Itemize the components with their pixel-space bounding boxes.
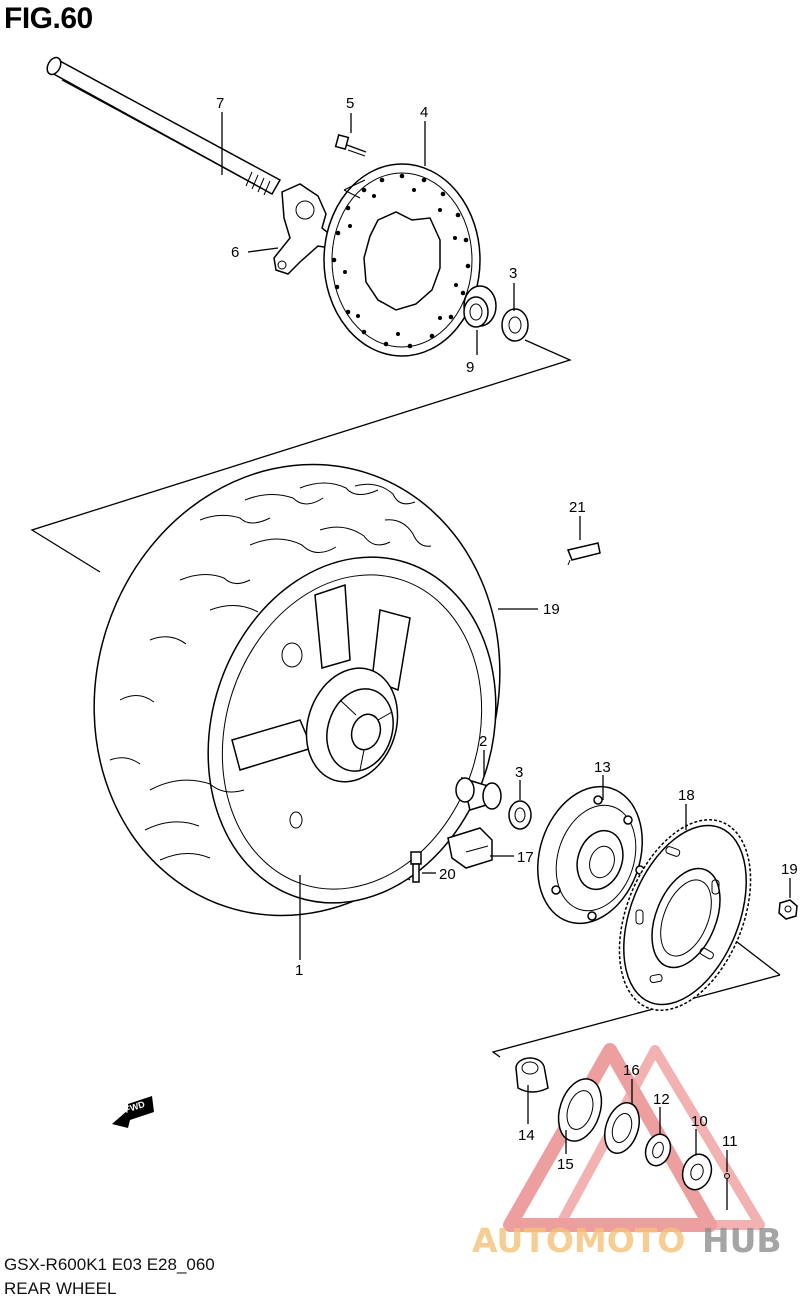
oil-seal-upper xyxy=(501,308,529,342)
callout-2: 2 xyxy=(479,733,487,750)
wheel-spacer xyxy=(455,776,502,811)
wheel-damper xyxy=(447,827,493,869)
castle-nut xyxy=(681,1153,713,1191)
watermark-part1: AUTOMOTO xyxy=(472,1221,685,1260)
callout-7: 7 xyxy=(216,95,224,112)
watermark-part2: HUB xyxy=(702,1221,782,1260)
callout-21: 21 xyxy=(569,499,586,516)
sprocket-nut xyxy=(778,899,798,920)
model-code: GSX-R600K1 E03 E28_060 xyxy=(4,1255,215,1274)
section-name: REAR WHEEL xyxy=(4,1279,117,1298)
adjuster-plate xyxy=(273,183,333,275)
callout-3a: 3 xyxy=(509,265,517,282)
callout-13: 14 xyxy=(518,1127,535,1144)
leader-lines xyxy=(221,112,791,1172)
callout-14: 15 xyxy=(557,1156,574,1173)
callout-10: 9 xyxy=(466,359,474,376)
watermark-text: AUTOMOTO HUB xyxy=(472,1221,782,1260)
callout-8: 10 xyxy=(691,1113,708,1130)
tire-tread xyxy=(109,482,432,861)
disc-side-spacer xyxy=(463,285,497,328)
callout-6: 6 xyxy=(231,244,239,261)
callout-3b: 3 xyxy=(515,764,523,781)
callout-1: 1 xyxy=(295,962,303,979)
callout-15: 16 xyxy=(623,1062,640,1079)
rear-axle xyxy=(46,56,282,196)
callout-20: 20 xyxy=(439,866,456,883)
callout-4: 4 xyxy=(420,104,428,121)
callout-11: 12 xyxy=(653,1091,670,1108)
callout-18: 19 xyxy=(781,861,798,878)
sprocket-drum xyxy=(537,785,645,925)
air-valve xyxy=(410,851,422,883)
bearing-14 xyxy=(557,1078,603,1142)
callout-9: 11 xyxy=(722,1133,738,1150)
rear-wheel xyxy=(93,463,501,917)
figure-title: FIG.60 xyxy=(4,2,93,35)
disc-bolt xyxy=(334,133,367,157)
oil-seal-lower xyxy=(508,800,532,830)
callout-5: 5 xyxy=(346,95,354,112)
disc-holes xyxy=(331,173,471,349)
oil-seal-15 xyxy=(604,1102,640,1154)
fwd-arrow: FWD xyxy=(112,1096,154,1128)
wheel-spokes xyxy=(231,583,411,771)
callout-16: 17 xyxy=(517,849,534,866)
callout-19: 19 xyxy=(543,601,560,618)
callout-12: 13 xyxy=(594,759,611,776)
rear-sprocket xyxy=(618,819,752,1011)
callout-labels: 7 5 4 6 3 9 21 19 2 3 13 18 19 17 20 1 1… xyxy=(216,95,798,1173)
drum-spacer xyxy=(515,1057,549,1093)
spacer-11 xyxy=(644,1133,672,1167)
brake-disc xyxy=(323,163,481,357)
balance-weight xyxy=(566,542,601,566)
cotter-pin xyxy=(724,1173,730,1210)
callout-17: 18 xyxy=(678,787,695,804)
